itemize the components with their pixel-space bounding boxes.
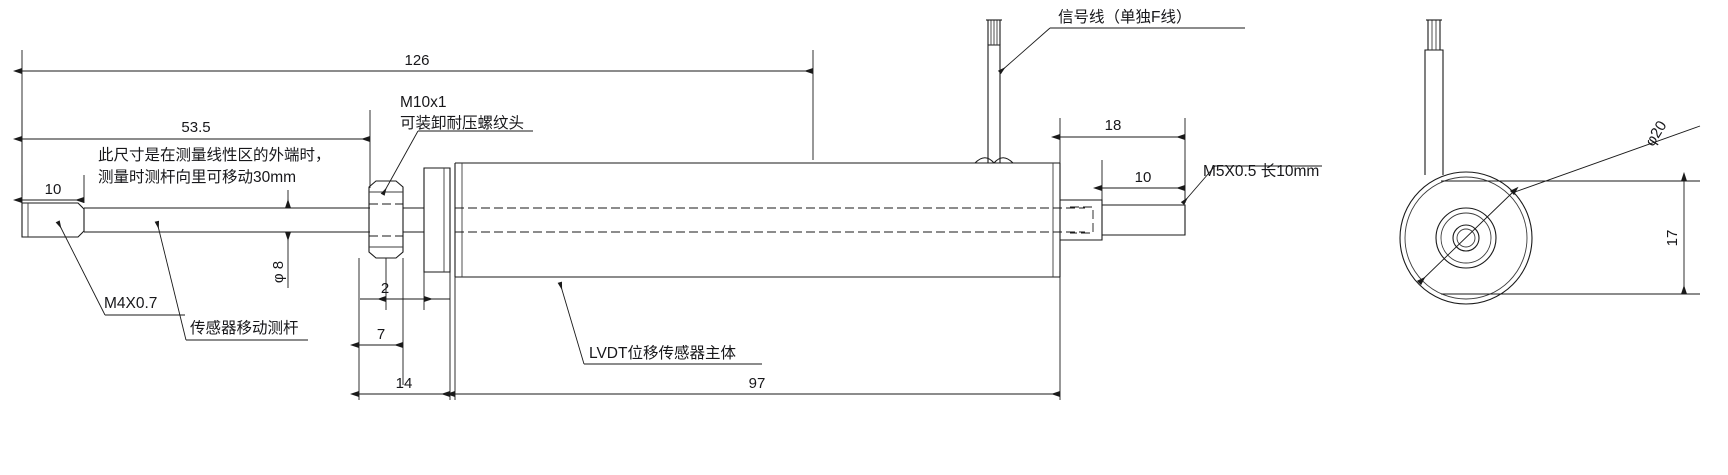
end-view xyxy=(1399,19,1533,305)
cable-gland xyxy=(974,19,1014,164)
dimension-10-tip: 10 xyxy=(12,175,85,203)
dimension-text-126: 126 xyxy=(404,52,429,69)
thread-head-nut xyxy=(368,180,404,259)
probe-rod xyxy=(84,207,370,233)
dimension-text-17: 17 xyxy=(1664,230,1681,247)
dimension-text-53-5: 53.5 xyxy=(181,119,210,136)
probe-tip-thread-block xyxy=(21,202,85,238)
dimension-text-phi8: φ 8 xyxy=(270,261,287,283)
dimension-text-2: 2 xyxy=(381,280,389,297)
label-thread-head-spec: M10x1 xyxy=(400,94,447,111)
dimension-phi8: φ 8 xyxy=(270,190,340,288)
sensor-front-collar xyxy=(403,167,451,273)
leader-thread-head: M10x1 可装卸耐压螺纹头 xyxy=(380,94,533,196)
note-travel-line2: 测量时测杆向里可移动30mm xyxy=(98,168,296,186)
dimension-text-7: 7 xyxy=(377,326,385,343)
dimension-10-rear: 10 xyxy=(1092,160,1186,203)
dimension-text-18: 18 xyxy=(1105,117,1122,134)
leader-tip-thread: M4X0.7 xyxy=(55,220,185,316)
label-tip-thread: M4X0.7 xyxy=(104,295,157,312)
leader-probe-rod: 传感器移动测杆 xyxy=(154,220,308,341)
dimension-17: 17 xyxy=(1441,171,1700,295)
label-probe-rod: 传感器移动测杆 xyxy=(190,319,299,337)
label-thread-head-note: 可装卸耐压螺纹头 xyxy=(400,114,524,132)
dimension-text-phi20: φ20 xyxy=(1642,118,1670,149)
note-travel-line1: 此尺寸是在测量线性区的外端时， xyxy=(98,146,331,164)
note-travel-range: 此尺寸是在测量线性区的外端时， 测量时测杆向里可移动30mm xyxy=(98,146,331,186)
label-rear-thread: M5X0.5 长10mm xyxy=(1203,162,1319,180)
dimension-7: 7 xyxy=(349,258,404,385)
leader-signal-cable: 信号线（单独F线） xyxy=(997,8,1245,75)
dimension-2: 2 xyxy=(360,258,450,310)
sensor-main-body xyxy=(454,162,1085,278)
leader-sensor-body: LVDT位移传感器主体 xyxy=(557,281,762,365)
dimension-text-10-rear: 10 xyxy=(1135,169,1152,186)
dimension-text-10-tip: 10 xyxy=(45,181,62,198)
leader-rear-thread: M5X0.5 长10mm xyxy=(1180,162,1322,206)
rear-mounting-stud xyxy=(1060,199,1186,241)
label-sensor-body: LVDT位移传感器主体 xyxy=(589,344,736,362)
dimension-phi20: φ20 xyxy=(1416,118,1701,286)
dimension-text-97: 97 xyxy=(749,375,766,392)
dimension-text-14: 14 xyxy=(396,375,413,392)
dimension-18: 18 xyxy=(1050,117,1186,203)
dimension-14: 14 xyxy=(349,272,451,400)
dimension-97: 97 xyxy=(445,277,1061,400)
label-signal-cable: 信号线（单独F线） xyxy=(1058,8,1191,26)
